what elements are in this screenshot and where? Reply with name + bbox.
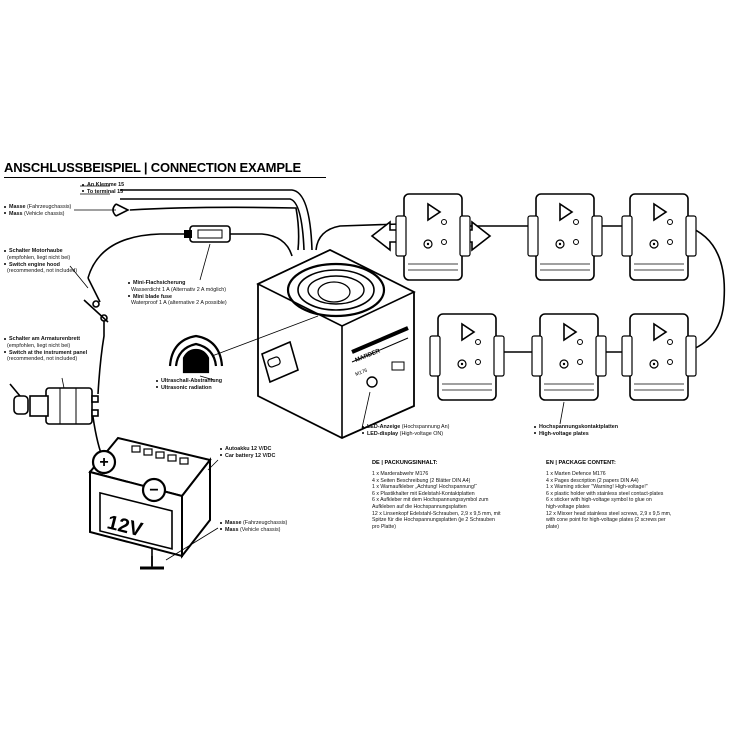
hv-plate [429,313,505,401]
fuse-label: Mini-Flachsicherung Wasserdicht 1 A (Alt… [128,280,227,307]
page-title: ANSCHLUSSBEISPIEL | CONNECTION EXAMPLE [4,160,301,175]
package-item: 1 x Warning sticker "Warning! High-volta… [546,484,648,491]
package-item: 6 x plastic holder with stainless steel … [546,490,664,497]
hv-plate [531,313,607,401]
package-item: 6 x sticker with high-voltage symbol to … [546,497,652,504]
device-model: M176 [355,368,369,378]
hv-plates-label: Hochspannungskontaktplatten High-voltage… [534,424,618,438]
led-label: LED-Anzeige (Hochspannung An) LED-displa… [362,424,449,438]
package-en-heading: EN | PACKAGE CONTENT: [546,460,616,466]
package-item: plate) [546,523,559,530]
package-item: 1 x Warnaufkleber „Achtung! Hochspannung… [372,484,478,491]
battery-plus-icon: + [99,454,108,471]
title-underline [4,177,326,178]
package-item: with cone point for high-voltage plates … [546,517,666,524]
pointer-lines [61,185,565,561]
mass-bottom-label: Masse (Fahrzeugchassis) Mass (Vehicle ch… [220,520,287,534]
package-item: 1 x Marderabwehr M176 [372,471,429,477]
marten-defence-device: MARDER M176 [256,248,416,439]
package-item: 6 x Aufkleber mit dem Hochspannungssymbo… [372,497,489,504]
hood-switch-symbol [83,299,109,323]
mass-top-label: Masse (Fahrzeugchassis) Mass (Vehicle ch… [4,204,71,218]
hood-switch-label: Schalter Motorhaube (empfohlen, liegt ni… [4,248,77,275]
hv-plate [527,193,603,281]
package-item: 12 x Linsenkopf Edelstahl-Schrauben, 2,9… [372,510,501,517]
instrument-panel-switch [9,383,99,425]
wires [87,189,726,566]
ultrasonic-label: Ultraschall-Abstrahlung Ultrasonic radia… [156,378,222,392]
package-item: 4 x Seiten Beschreibung (2 Blätter DIN A… [372,477,471,484]
package-item: 1 x Marten Defence M176 [546,471,606,477]
package-item: high-voltage plates [546,503,590,510]
package-item: 12 x Mixxer head stainless steel screws,… [546,510,672,517]
hv-plate [621,193,697,281]
ultrasonic-radiation-icon [168,334,224,374]
package-item: Spitze für die Hochspannungsplatten (je … [372,517,495,524]
terminal-label: An Klemme 15 To terminal 15 [82,182,124,196]
hv-plate [621,313,697,401]
car-battery [88,436,212,559]
battery-minus-icon: − [149,482,158,499]
package-item: Aufkleben auf die Hochspannungsplatten [372,503,467,510]
package-item: 4 x Pages description (2 papers DIN A4) [546,477,639,484]
package-item: pro Platte) [372,523,396,530]
ground-symbol [140,556,164,570]
package-de-heading: DE | PACKUNGSINHALT: [372,460,438,466]
package-item: 6 x Plastikhalter mit Edelstahl-Kontaktp… [372,490,475,497]
hv-plate [395,193,471,281]
panel-switch-label: Schalter am Armaturenbrett (empfohlen, l… [4,336,87,363]
battery-label: Autoakku 12 V/DC Car battery 12 V/DC [220,446,275,460]
mini-blade-fuse [184,225,231,243]
